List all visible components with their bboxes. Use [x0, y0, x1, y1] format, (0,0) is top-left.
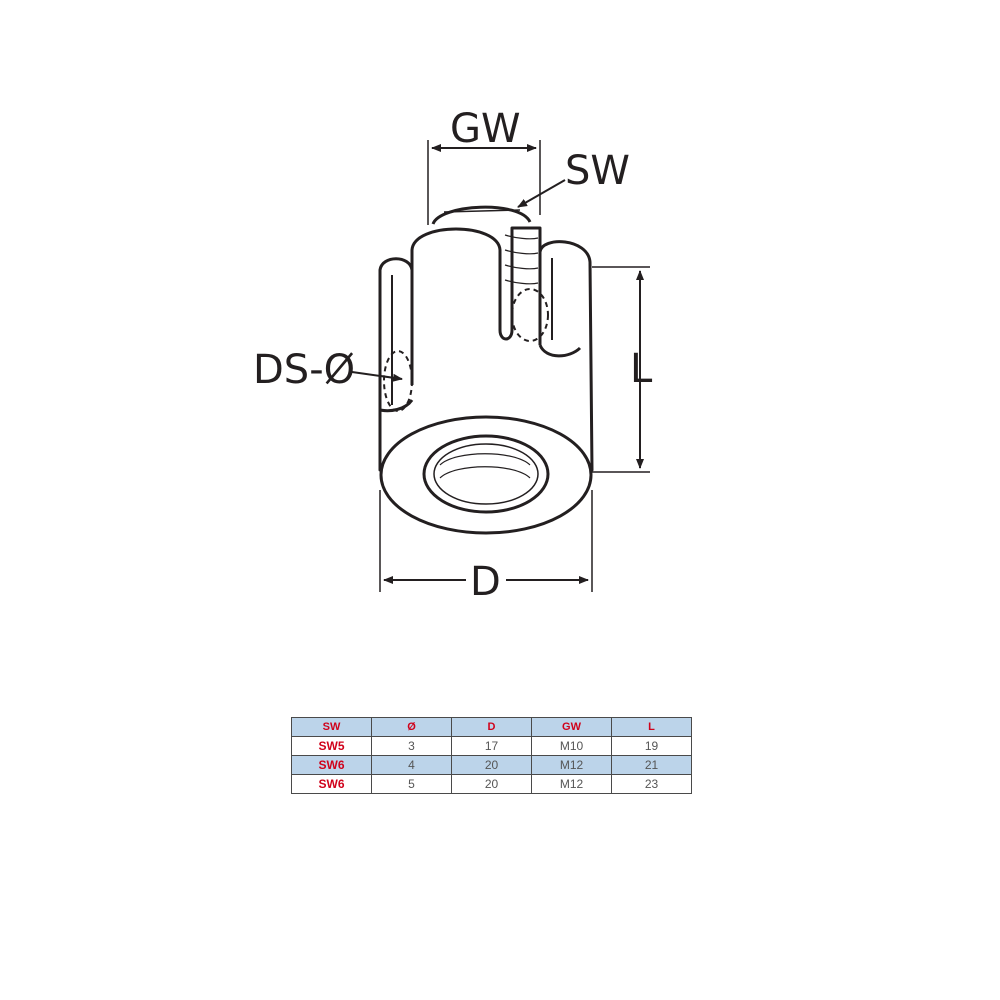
cell-d: 20 [451, 774, 532, 794]
header-sw: SW [291, 717, 372, 737]
l-label: L [630, 346, 653, 392]
cell-diameter: 4 [371, 755, 452, 775]
cell-gw: M10 [531, 736, 612, 756]
dimension-labels: GW SW DS-Ø L D [253, 106, 653, 605]
cell-l: 21 [611, 755, 692, 775]
table-row: SW5 3 17 M10 19 [291, 736, 692, 756]
header-gw: GW [531, 717, 612, 737]
header-d: D [451, 717, 532, 737]
cell-sw: SW6 [291, 774, 372, 794]
thread-hatching [504, 234, 539, 285]
cell-d: 17 [451, 736, 532, 756]
cell-d: 20 [451, 755, 532, 775]
d-label: D [470, 559, 501, 605]
hidden-hole-right [511, 288, 549, 342]
header-diameter: Ø [371, 717, 452, 737]
cable-cross-clamp-drawing: GW SW DS-Ø L D [253, 106, 653, 605]
ds-leader [351, 371, 403, 382]
hidden-hole-left [383, 350, 413, 412]
cell-sw: SW6 [291, 755, 372, 775]
table-header-row: SW Ø D GW L [291, 717, 692, 737]
cell-diameter: 3 [371, 736, 452, 756]
table-row: SW6 4 20 M12 21 [291, 755, 692, 775]
cell-l: 23 [611, 774, 692, 794]
cell-gw: M12 [531, 755, 612, 775]
header-l: L [611, 717, 692, 737]
ds-label: DS-Ø [253, 347, 355, 393]
clamp-body [378, 205, 594, 535]
spec-table: SW Ø D GW L SW5 3 17 M10 19 SW6 4 20 M12… [291, 717, 692, 794]
threaded-bore [422, 434, 550, 514]
table-row: SW6 5 20 M12 23 [291, 774, 692, 794]
cell-gw: M12 [531, 774, 612, 794]
sw-leader [517, 179, 566, 208]
gw-label: GW [450, 106, 521, 152]
cell-diameter: 5 [371, 774, 452, 794]
sw-label: SW [565, 148, 630, 194]
cell-l: 19 [611, 736, 692, 756]
cell-sw: SW5 [291, 736, 372, 756]
